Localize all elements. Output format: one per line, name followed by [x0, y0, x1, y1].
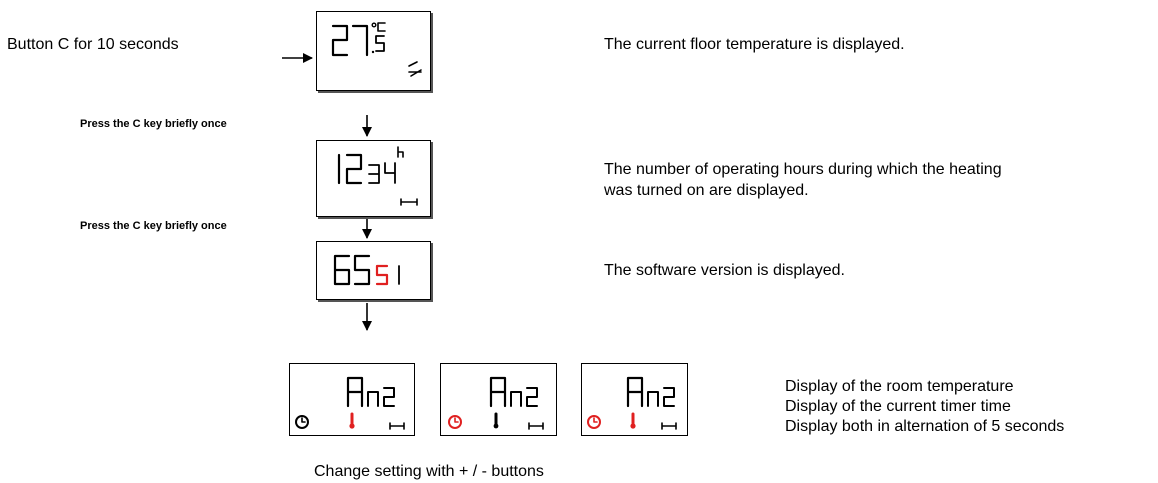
room-temp-line: Display of the room temperature — [785, 378, 1014, 395]
floor-temp-description: The current floor temperature is display… — [604, 36, 905, 53]
timer-time-line: Display of the current timer time — [785, 398, 1011, 415]
press-label-2: Press the C key briefly once — [80, 220, 227, 232]
start-label: Button C for 10 seconds — [7, 36, 179, 53]
alternating-mode-display — [581, 363, 688, 436]
hours-description-line2: was turned on are displayed. — [604, 182, 809, 199]
software-version-display — [316, 241, 431, 300]
operating-hours-display — [316, 140, 431, 217]
timer-time-mode-display — [440, 363, 557, 436]
floor-temp-display — [316, 11, 431, 91]
press-label-1: Press the C key briefly once — [80, 118, 227, 130]
change-setting-caption: Change setting with + / - buttons — [314, 463, 544, 480]
room-temp-mode-display — [289, 363, 415, 436]
alternation-line: Display both in alternation of 5 seconds — [785, 418, 1065, 435]
hours-description-line1: The number of operating hours during whi… — [604, 161, 1002, 178]
software-description: The software version is displayed. — [604, 262, 845, 279]
